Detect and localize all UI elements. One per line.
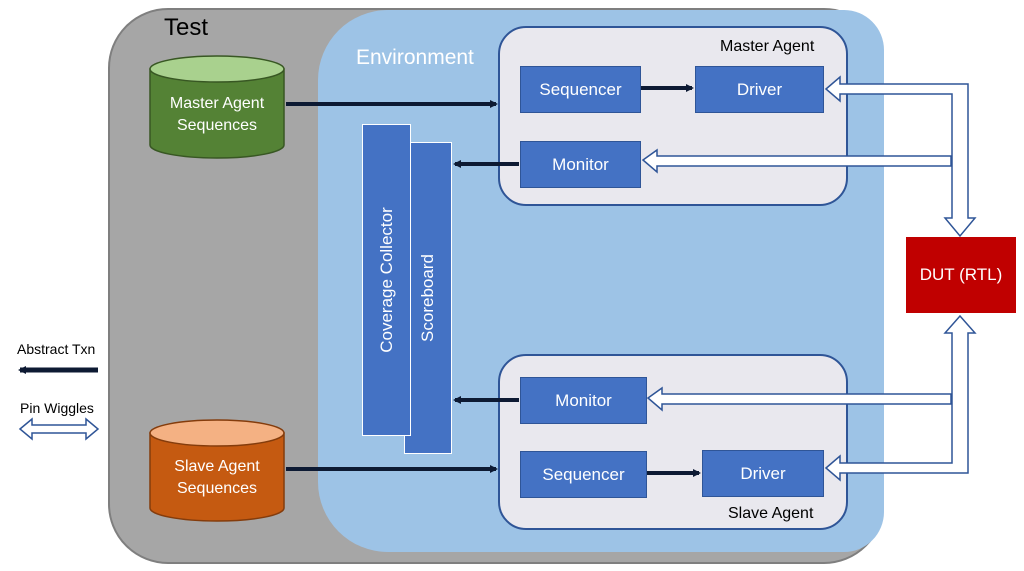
master-sequences-cylinder bbox=[149, 55, 285, 159]
slave-sequences-cylinder bbox=[149, 419, 285, 522]
slave-sequences-label: Slave Agent Sequences bbox=[174, 458, 260, 497]
bus-master-driver-dut bbox=[824, 75, 977, 238]
dut-label: DUT (RTL) bbox=[919, 265, 1003, 284]
environment-label: Environment bbox=[356, 46, 474, 69]
master-sequencer-block: Sequencer bbox=[520, 66, 641, 113]
master-monitor-block: Monitor bbox=[520, 141, 641, 188]
slave-driver-block: Driver bbox=[702, 450, 824, 497]
master-driver-label: Driver bbox=[736, 79, 783, 99]
bus-master-monitor bbox=[641, 148, 952, 174]
legend-abstract-txn-label: Abstract Txn bbox=[17, 341, 96, 357]
master-agent-label: Master Agent bbox=[720, 38, 815, 55]
dut-block: DUT (RTL) bbox=[906, 237, 1016, 313]
master-driver-block: Driver bbox=[695, 66, 824, 113]
bus-slave-driver-dut bbox=[824, 314, 977, 482]
master-sequencer-label: Sequencer bbox=[539, 79, 622, 99]
slave-monitor-block: Monitor bbox=[520, 377, 647, 424]
master-monitor-label: Monitor bbox=[552, 154, 609, 174]
slave-sequencer-block: Sequencer bbox=[520, 451, 647, 498]
slave-monitor-label: Monitor bbox=[555, 390, 612, 410]
legend-pin-wiggles-label: Pin Wiggles bbox=[20, 400, 94, 416]
coverage-collector-block: Coverage Collector bbox=[362, 124, 411, 436]
slave-agent-label: Slave Agent bbox=[728, 505, 814, 522]
legend-pin-wiggles-arrow bbox=[18, 417, 100, 441]
master-sequences-label: Master Agent Sequences bbox=[169, 95, 265, 134]
bus-slave-monitor bbox=[646, 386, 952, 412]
slave-driver-label: Driver bbox=[740, 463, 786, 483]
test-label: Test bbox=[164, 14, 209, 41]
slave-sequencer-label: Sequencer bbox=[542, 464, 625, 484]
